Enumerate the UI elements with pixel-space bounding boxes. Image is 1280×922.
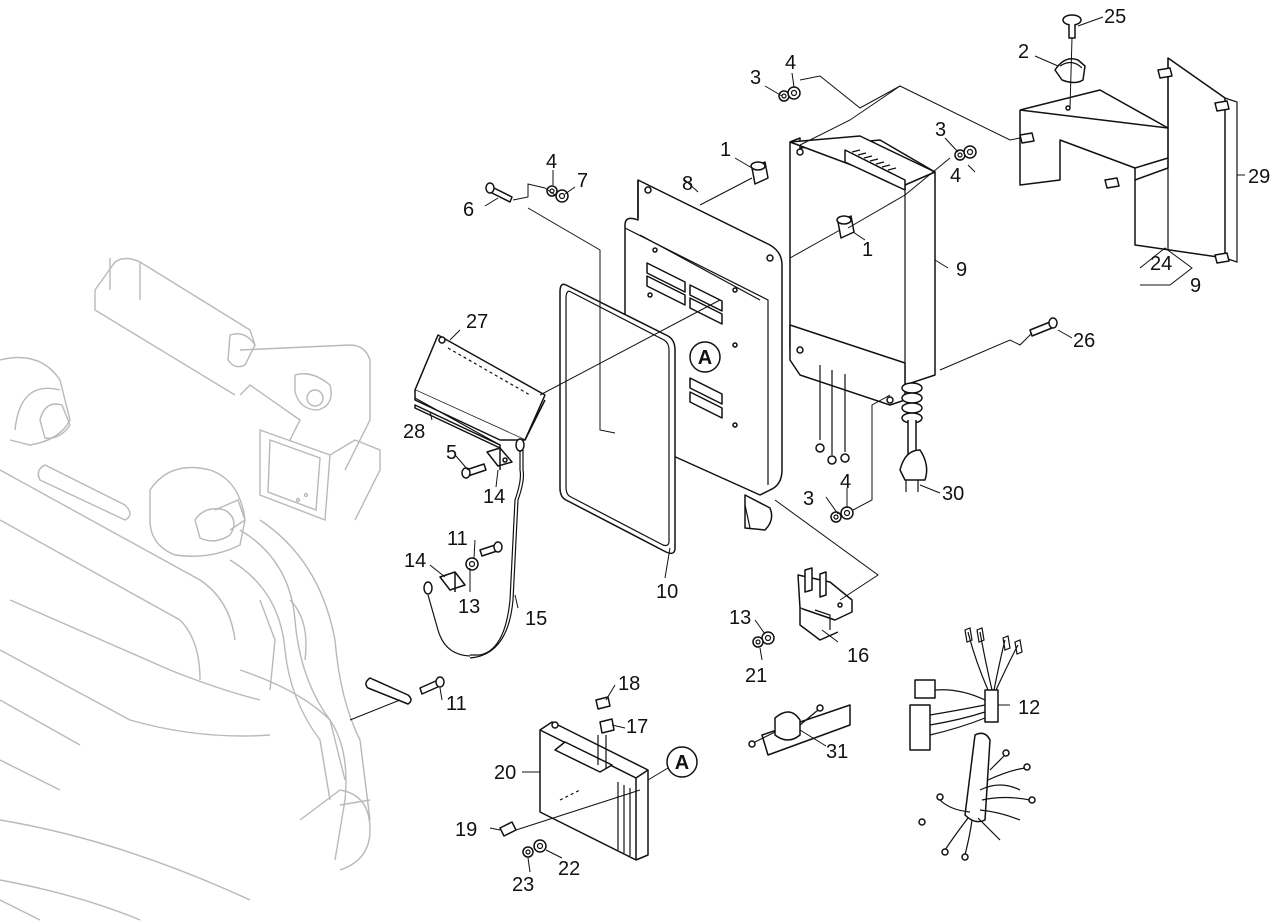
- gasket-10: [559, 283, 676, 555]
- bolt-26: [1029, 317, 1058, 337]
- cover-29: [1019, 57, 1238, 264]
- spacers-and-washers: [546, 86, 977, 523]
- callout-11-lower: 11: [446, 693, 467, 715]
- callout-2: 2: [1018, 41, 1029, 63]
- leader-lines: [349, 16, 1245, 873]
- wiring-harness-12: [909, 627, 1036, 861]
- callout-28: 28: [403, 421, 425, 443]
- safety-cable-15: [423, 438, 525, 659]
- callout-4-top: 4: [785, 52, 796, 74]
- callout-30: 30: [942, 483, 964, 505]
- bracket-14-upper: [486, 447, 513, 470]
- callout-11-upper: 11: [447, 528, 468, 550]
- callout-5: 5: [446, 442, 457, 464]
- callout-1-upper: 1: [720, 139, 731, 161]
- fuse-17: [599, 718, 615, 734]
- fuse-18: [595, 696, 611, 710]
- bolt-6: [485, 182, 513, 203]
- nut-21: [752, 636, 764, 648]
- callout-13-right: 13: [729, 607, 751, 629]
- clip-2: [1054, 58, 1086, 84]
- callout-27: 27: [466, 311, 488, 333]
- screw-5: [461, 463, 487, 479]
- callout-19: 19: [455, 819, 477, 841]
- callout-4-right: 4: [950, 165, 961, 187]
- callout-12: 12: [1018, 697, 1040, 719]
- rivet-25: [1062, 14, 1082, 39]
- pin-11-lower: [365, 676, 445, 705]
- callout-17: 17: [626, 716, 648, 738]
- callout-15: 15: [525, 608, 547, 630]
- bracket-27-28: [414, 334, 546, 449]
- callout-31: 31: [826, 741, 848, 763]
- bracket-14-lower: [439, 571, 466, 592]
- relay-16: [797, 567, 853, 641]
- reference-mark-a-module: A: [666, 746, 698, 778]
- callout-14-lower: 14: [404, 550, 426, 572]
- callout-20: 20: [494, 762, 516, 784]
- charger-box-9: [789, 135, 936, 465]
- bolt-11-upper: [479, 541, 503, 557]
- callout-9-box: 9: [956, 259, 967, 281]
- callout-22: 22: [558, 858, 580, 880]
- power-cord-30: [899, 382, 928, 492]
- callout-25: 25: [1104, 6, 1126, 28]
- callout-29: 29: [1248, 166, 1270, 188]
- reference-mark-a-module-label: A: [675, 752, 689, 774]
- callout-6: 6: [463, 199, 474, 221]
- callout-4-bottom: 4: [840, 471, 851, 493]
- callout-7: 7: [577, 170, 588, 192]
- callout-3-right: 3: [935, 119, 946, 141]
- control-module-20: [539, 721, 649, 861]
- callout-14-upper: 14: [483, 486, 505, 508]
- callout-4-left: 4: [546, 151, 557, 173]
- washer-13-right: [761, 631, 775, 645]
- callout-9-cover: 9: [1190, 275, 1201, 297]
- callout-10: 10: [656, 581, 678, 603]
- callout-23: 23: [512, 874, 534, 896]
- callout-26: 26: [1073, 330, 1095, 352]
- nut-23: [522, 846, 534, 858]
- callout-21: 21: [745, 665, 767, 687]
- callout-24: 24: [1150, 253, 1172, 275]
- machine-outline: [0, 257, 381, 921]
- callout-1-lower: 1: [862, 239, 873, 261]
- washer-13-left: [465, 557, 479, 571]
- callout-16: 16: [847, 645, 869, 667]
- callout-labels: 25 2 3 4 3 4 1 1 8 4 7 6 29 9 24 9 27 26…: [403, 6, 1270, 896]
- sensor-31: [748, 704, 851, 756]
- washer-22: [533, 839, 547, 853]
- callout-3-bottom: 3: [803, 488, 814, 510]
- reference-mark-a-plate-label: A: [698, 347, 712, 369]
- callout-13-left: 13: [458, 596, 480, 618]
- callout-3-top: 3: [750, 67, 761, 89]
- reference-mark-a-plate: A: [689, 341, 721, 373]
- callout-18: 18: [618, 673, 640, 695]
- fuse-19: [499, 821, 517, 837]
- callout-8: 8: [682, 173, 693, 195]
